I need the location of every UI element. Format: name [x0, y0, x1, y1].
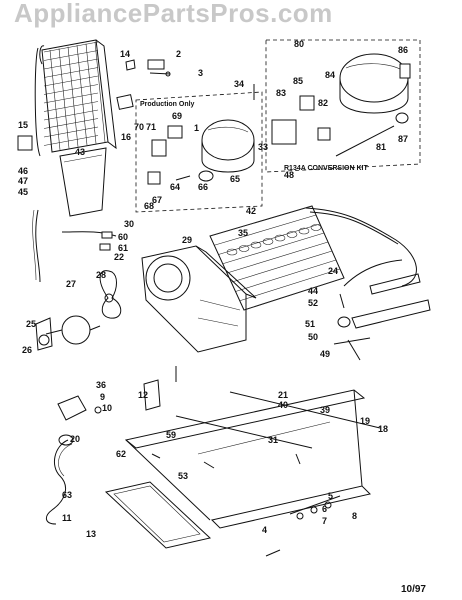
callout-label: 53	[178, 471, 188, 481]
callout-label: 16	[121, 132, 131, 142]
callout-label: 22	[114, 252, 124, 262]
callout-label: 39	[320, 405, 330, 415]
callout-label: 85	[293, 76, 303, 86]
callout-label: 29	[182, 235, 192, 245]
callout-label: 70	[134, 122, 144, 132]
callout-label: 50	[308, 332, 318, 342]
callout-label: 2	[176, 49, 181, 59]
wire-harness	[35, 209, 41, 283]
callout-label: 1	[194, 123, 199, 133]
callout-label: 49	[320, 349, 330, 359]
callout-label: 31	[268, 435, 278, 445]
callout-label: 67	[152, 195, 162, 205]
small-hardware-bottom	[151, 453, 341, 557]
callout-label: 9	[100, 392, 105, 402]
callout-label: 8	[352, 511, 357, 521]
callout-label: 10	[102, 403, 112, 413]
production-only-box: Production Only	[135, 91, 263, 213]
date-code: 10/97	[401, 584, 426, 595]
callout-label: 21	[278, 390, 288, 400]
callout-label: 26	[22, 345, 32, 355]
callout-label: 5	[328, 491, 333, 501]
callout-label: 20	[70, 434, 80, 444]
callout-label: 44	[308, 286, 318, 296]
power-cord	[46, 434, 74, 525]
callout-label: 6	[322, 504, 327, 514]
callout-label: 4	[262, 525, 267, 535]
callout-label: 87	[398, 134, 408, 144]
conversion-kit-box: R134A CONVERSION KIT	[265, 39, 421, 173]
callout-label: 64	[170, 182, 180, 192]
callout-label: 62	[116, 449, 126, 459]
callout-label: 24	[328, 266, 338, 276]
callout-label: 35	[238, 228, 248, 238]
shield-plate	[17, 135, 33, 151]
condenser-fan	[99, 270, 122, 319]
evaporator-coil	[34, 39, 117, 157]
sensor	[347, 339, 361, 361]
callout-label: 40	[278, 400, 288, 410]
base-frame	[124, 379, 381, 529]
callout-label: 47	[18, 176, 28, 186]
callout-label: 33	[258, 142, 268, 152]
callout-label: 34	[234, 79, 244, 89]
relay	[57, 395, 102, 421]
callout-label: 18	[378, 424, 388, 434]
callout-label: 52	[308, 298, 318, 308]
callout-label: 28	[96, 270, 106, 280]
callout-label: 13	[86, 529, 96, 539]
fan-motor	[35, 315, 101, 351]
callout-label: 45	[18, 187, 28, 197]
small-hardware-top	[125, 59, 171, 77]
callout-label: 27	[66, 279, 76, 289]
callout-label: 48	[284, 170, 294, 180]
callout-label: 3	[198, 68, 203, 78]
conversion-kit-label: R134A CONVERSION KIT	[284, 165, 368, 172]
production-only-label: Production Only	[140, 101, 195, 108]
callout-label: 82	[318, 98, 328, 108]
drain-pan	[104, 481, 212, 549]
callout-label: 63	[62, 490, 72, 500]
callout-label: 51	[305, 319, 315, 329]
callout-label: 71	[146, 122, 156, 132]
callout-label: 36	[96, 380, 106, 390]
callout-label: 69	[172, 111, 182, 121]
heater-part	[116, 94, 134, 110]
callout-label: 81	[376, 142, 386, 152]
callout-label: 60	[118, 232, 128, 242]
callout-label: 59	[166, 430, 176, 440]
callout-label: 80	[294, 39, 304, 49]
condenser-tubing	[305, 207, 417, 287]
watermark-text: AppliancePartsPros.com	[14, 0, 333, 28]
callout-label: 66	[198, 182, 208, 192]
right-brackets	[333, 273, 431, 345]
callout-label: 86	[398, 45, 408, 55]
callout-label: 11	[62, 513, 72, 523]
callout-label: 25	[26, 319, 36, 329]
callout-label: 14	[120, 49, 130, 59]
evaporator-drain-trough	[59, 147, 107, 217]
callout-label: 68	[144, 201, 154, 211]
callout-label: 19	[360, 416, 370, 426]
callout-label: 30	[124, 219, 134, 229]
callout-label: 15	[18, 120, 28, 130]
callout-label: 65	[230, 174, 240, 184]
callout-label: 7	[322, 516, 327, 526]
callout-label: 43	[75, 147, 85, 157]
callout-label: 42	[246, 206, 256, 216]
callout-label: 12	[138, 390, 148, 400]
callout-label: 83	[276, 88, 286, 98]
callout-label: 84	[325, 70, 335, 80]
callout-label: 46	[18, 166, 28, 176]
machine-compartment-bracket	[141, 245, 257, 353]
callout-label: 61	[118, 243, 128, 253]
condenser-coil	[209, 205, 345, 311]
